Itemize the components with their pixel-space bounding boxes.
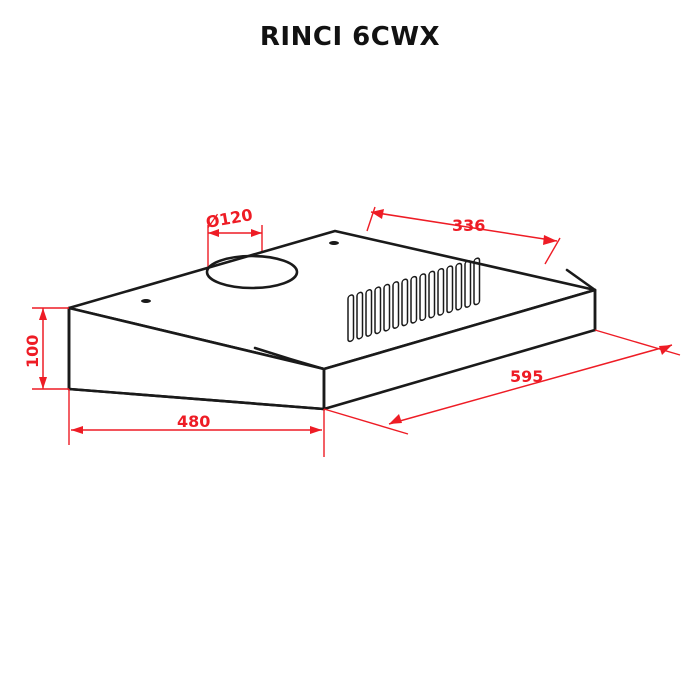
dimension-480: 480 [68,389,325,457]
dimension-480-label: 480 [177,412,210,431]
hood-front-chamfer-edge [253,346,326,371]
dimension-480-arrow-left [71,426,83,434]
dimension-595-arrow-right [659,345,672,355]
dimension-595-label: 595 [510,367,543,386]
dimension-100-label: 100 [23,335,42,368]
dimension-480-arrow-right [310,426,322,434]
dimension-336-label: 336 [452,216,485,235]
dimension-595-arrow-left [389,414,402,424]
dimension-595: 595 [323,329,681,435]
dimension-100: 100 [23,307,69,390]
dimension-336-arrow-right [543,235,557,245]
dimension-120-arrow-left [208,229,219,237]
dimension-336-line [370,211,558,242]
dimension-336-arrow-left [371,209,384,219]
dimension-120-arrow-right [251,229,262,237]
dimension-100-arrow-bottom [39,377,47,389]
grille-slots-group [347,257,481,343]
dimension-595-ext-left [323,408,409,435]
dimension-336: 336 [366,206,561,265]
dimension-595-ext-right [594,329,681,356]
page-title: RINCI 6CWX [259,22,441,52]
dimension-595-line [388,344,673,425]
screw-mark-right [329,241,339,245]
hood-right-back-chamfer [565,268,597,292]
dimension-336-ext-left [366,206,376,232]
dimension-336-ext-right [544,237,561,265]
hood-bottom-front-edge [67,387,326,411]
screw-mark-left [141,299,151,303]
duct-outlet-circle [205,254,299,290]
dimension-120-label: Ø120 [204,205,254,232]
dimension-100-arrow-top [39,308,47,320]
